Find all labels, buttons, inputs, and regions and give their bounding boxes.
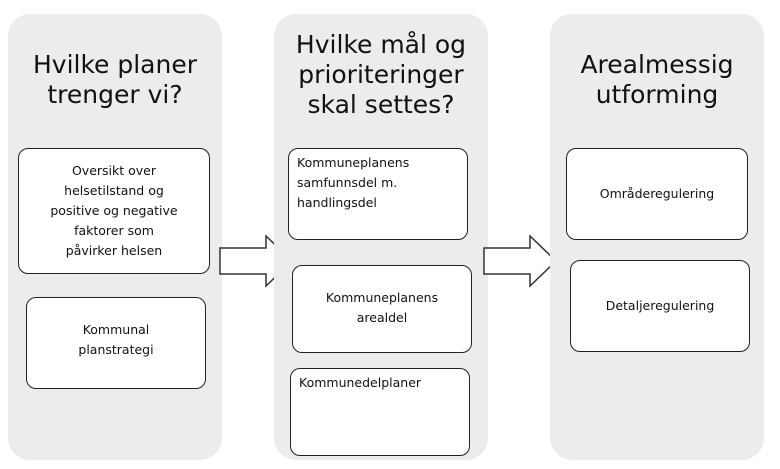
- column-goals-priorities: Hvilke mål og prioriteringer skal settes…: [274, 14, 488, 460]
- box-community-plan: Kommuneplanens samfunnsdel m. handlingsd…: [288, 148, 468, 240]
- arrow-right-icon: [483, 234, 558, 288]
- box-area-zoning: Områderegulering: [566, 148, 748, 240]
- column-title: Arealmessig utforming: [580, 50, 734, 109]
- box-detailed-zoning: Detaljeregulering: [570, 260, 750, 352]
- column-title: Hvilke mål og prioriteringer skal settes…: [295, 30, 467, 119]
- column-title: Hvilke planer trenger vi?: [32, 50, 198, 109]
- column-area-design: Arealmessig utforming Områderegulering D…: [550, 14, 764, 460]
- box-land-use-plan: Kommuneplanens arealdel: [292, 265, 472, 353]
- box-health-overview: Oversikt over helsetilstand og positive …: [18, 148, 210, 274]
- box-sub-area-plans: Kommunedelplaner: [290, 368, 470, 456]
- column-planning-needs: Hvilke planer trenger vi? Oversikt over …: [8, 14, 222, 460]
- box-municipal-planning-strategy: Kommunal planstrategi: [26, 297, 206, 389]
